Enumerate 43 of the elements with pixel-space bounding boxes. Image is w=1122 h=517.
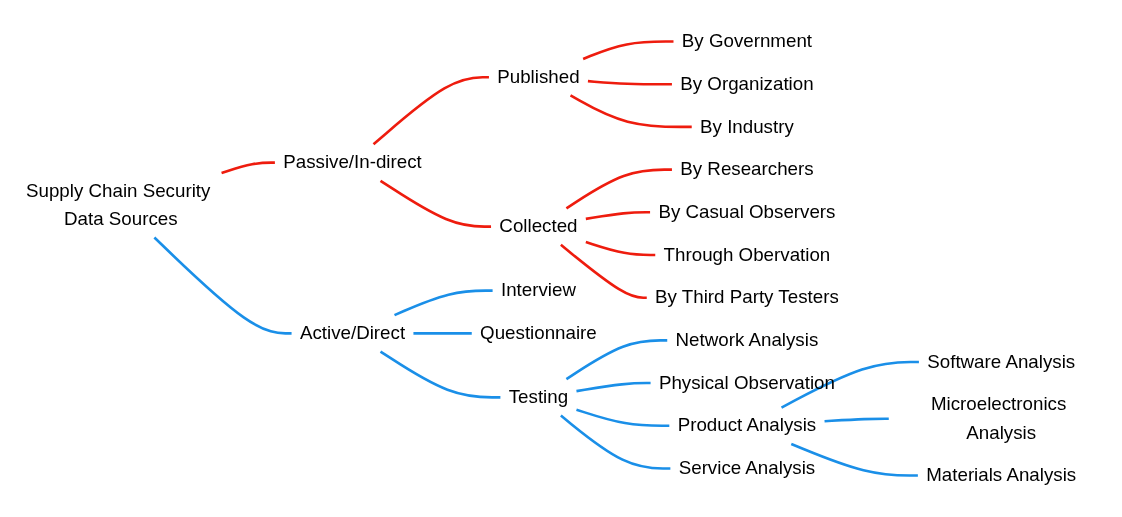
connector	[565, 168, 672, 210]
node-text: Collected	[499, 215, 578, 237]
connector	[585, 240, 656, 257]
node-text: Testing	[508, 386, 569, 408]
connector	[780, 360, 919, 409]
connector	[576, 381, 651, 393]
node-text: Through Obervation	[663, 244, 831, 265]
node-text: Microelectronics Analysis	[930, 393, 1067, 443]
connector	[585, 211, 651, 221]
connector	[560, 243, 647, 299]
connector	[565, 339, 668, 381]
node-text: By Researchers	[680, 158, 814, 180]
node-text: By Industry	[700, 115, 794, 137]
connector	[413, 332, 472, 335]
connector	[582, 40, 674, 61]
connector	[824, 417, 889, 423]
connector	[560, 414, 671, 470]
node-text: Service Analysis	[678, 457, 816, 479]
connector	[790, 442, 918, 477]
node-text: Questionnaire	[480, 322, 597, 344]
node-text: Active/Direct	[299, 322, 406, 344]
connector	[221, 161, 275, 175]
connector	[569, 94, 692, 129]
connector	[576, 408, 670, 428]
node-text: Network Analysis	[675, 329, 819, 351]
node-text: By Organization	[680, 73, 814, 95]
node-text: By Casual Observers	[658, 201, 836, 223]
node-text: Interview	[500, 279, 576, 301]
connector	[587, 79, 672, 86]
node-text: Supply Chain Security Data Sources	[25, 180, 211, 230]
node-text: Software Analysis	[927, 351, 1076, 372]
connector	[153, 236, 292, 335]
connector	[379, 179, 492, 228]
node-text: By Third Party Testers	[655, 286, 839, 308]
node-text: Physical Observation	[658, 372, 835, 393]
node-text: Passive/In-direct	[283, 151, 422, 173]
node-text: By Government	[681, 30, 813, 52]
node-text: Product Analysis	[677, 414, 817, 436]
node-text: Materials Analysis	[926, 464, 1077, 486]
connector	[379, 350, 501, 399]
connector	[372, 75, 489, 146]
node-text: Published	[497, 66, 580, 88]
connector	[394, 289, 493, 317]
